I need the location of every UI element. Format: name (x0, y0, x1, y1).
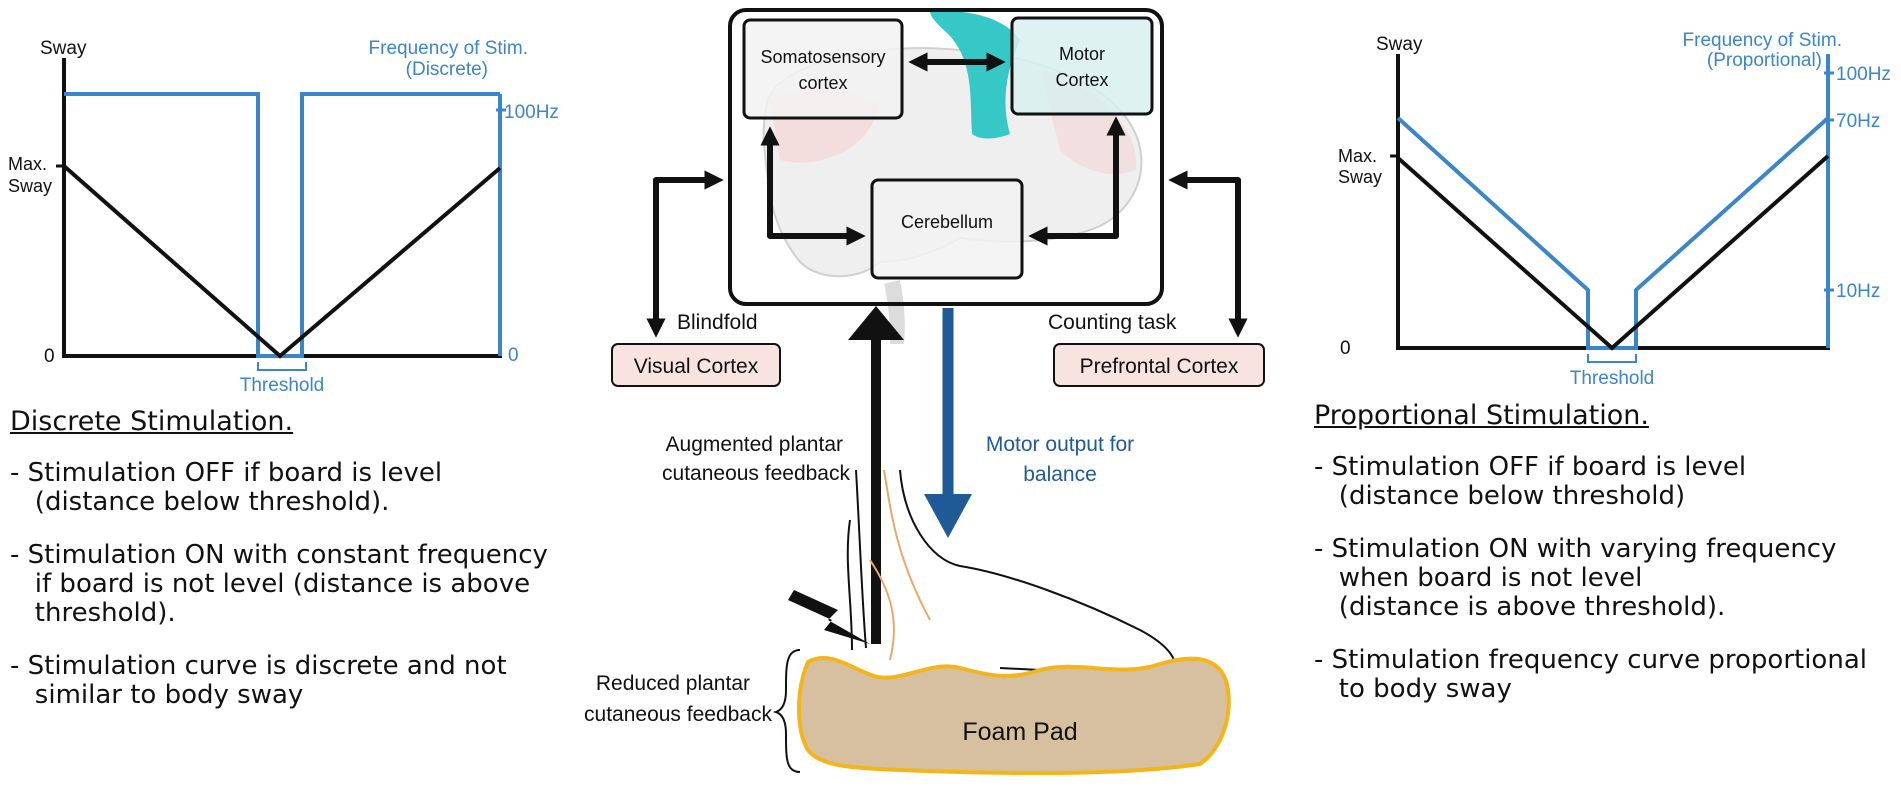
reduced-label-1: Reduced plantar (596, 672, 750, 695)
stimulation-bolt-icon (788, 590, 870, 644)
left-sway-axis-label: Sway (40, 38, 87, 59)
blindfold-label: Blindfold (677, 311, 758, 334)
motor-cerebellum-arrow (1028, 116, 1126, 246)
reduced-feedback-brace (772, 649, 801, 773)
proportional-bullet-3: - Stimulation frequency curve proportion… (1314, 645, 1867, 704)
nerve-lines (869, 469, 931, 661)
brain-diagram: Somatosensory cortex Motor Cortex Cerebe… (584, 8, 1265, 776)
brain-frame (728, 8, 1164, 306)
discrete-description: Discrete Stimulation. - Stimulation OFF … (10, 406, 570, 734)
augmented-label-1: Augmented plantar (666, 433, 843, 456)
proportional-description: Proportional Stimulation. - Stimulation … (1314, 400, 1894, 728)
somatosensory-label-2: cortex (798, 73, 847, 93)
visual-cortex-box (611, 343, 781, 387)
visual-cortex-label: Visual Cortex (634, 355, 759, 378)
prefrontal-cortex-label: Prefrontal Cortex (1080, 355, 1239, 378)
right-freq-axis-sublabel: (Proportional) (1707, 50, 1822, 71)
prefrontal-cortex-arrow (1168, 170, 1248, 338)
right-70hz-tick: 70Hz (1836, 111, 1880, 132)
prefrontal-cortex-box (1053, 343, 1265, 387)
discrete-bullet-1: - Stimulation OFF if board is level (dis… (10, 458, 443, 517)
motor-output-label-2: balance (1023, 463, 1097, 486)
right-sway-axis-label: Sway (1376, 34, 1423, 55)
proportional-heading: Proportional Stimulation. (1314, 400, 1649, 431)
left-threshold-bracket (257, 362, 307, 371)
somatosensory-box (742, 18, 904, 120)
motor-cortex-label-1: Motor (1059, 44, 1105, 64)
motor-output-arrow-head (924, 494, 972, 538)
left-100hz-tick: 100Hz (504, 102, 559, 123)
somatosensory-label-1: Somatosensory (760, 47, 885, 67)
right-sway-curve (1396, 154, 1830, 351)
left-threshold-label: Threshold (240, 375, 325, 396)
discrete-bullet-2: - Stimulation ON with constant frequency… (10, 540, 548, 628)
foot-outline (846, 469, 1176, 678)
feedback-arrow-head (848, 306, 904, 340)
brainstem (884, 280, 905, 344)
discrete-graph: Sway Frequency of Stim. (Discrete) Max. … (8, 38, 559, 396)
right-max-sway-tick-1: Max. (1338, 146, 1377, 166)
counting-task-label: Counting task (1048, 311, 1177, 334)
proportional-bullet-2: - Stimulation ON with varying frequency … (1314, 534, 1837, 622)
reduced-label-2: cutaneous feedback (584, 703, 772, 726)
left-zero-tick: 0 (44, 346, 55, 367)
left-freq-axis-label: Frequency of Stim. (369, 38, 528, 59)
cerebellum-box (870, 178, 1024, 280)
somato-cerebellum-arrow (760, 126, 866, 246)
right-threshold-bracket (1587, 354, 1637, 363)
right-zero-tick: 0 (1340, 338, 1351, 359)
motor-output-label-1: Motor output for (986, 433, 1134, 456)
proportional-graph: Sway Frequency of Stim. (Proportional) M… (1338, 30, 1891, 389)
left-right-zero-tick: 0 (508, 345, 519, 366)
right-10hz-tick: 10Hz (1836, 281, 1880, 302)
motor-cortex-box (1010, 16, 1154, 116)
foam-pad (797, 656, 1231, 776)
augmented-label-2: cutaneous feedback (662, 462, 850, 485)
motor-strip-highlight (930, 11, 1020, 139)
foam-pad-label: Foam Pad (962, 718, 1077, 746)
left-max-sway-tick-2: Sway (8, 176, 52, 196)
motor-cortex-label-2: Cortex (1055, 70, 1108, 90)
proportional-bullet-1: - Stimulation OFF if board is level (dis… (1314, 452, 1747, 511)
cerebellum-label: Cerebellum (901, 212, 993, 232)
left-max-sway-tick-1: Max. (8, 154, 47, 174)
left-sway-curve (62, 164, 502, 359)
right-100hz-tick: 100Hz (1836, 64, 1891, 85)
right-threshold-label: Threshold (1570, 368, 1655, 389)
discrete-heading: Discrete Stimulation. (10, 406, 294, 437)
right-max-sway-tick-2: Sway (1338, 167, 1382, 187)
right-freq-axis-label: Frequency of Stim. (1683, 30, 1842, 51)
right-stimulation-curve (1396, 116, 1830, 350)
discrete-bullet-3: - Stimulation curve is discrete and not … (10, 651, 507, 710)
visual-cortex-arrow (646, 170, 724, 338)
left-freq-axis-sublabel: (Discrete) (406, 59, 488, 80)
